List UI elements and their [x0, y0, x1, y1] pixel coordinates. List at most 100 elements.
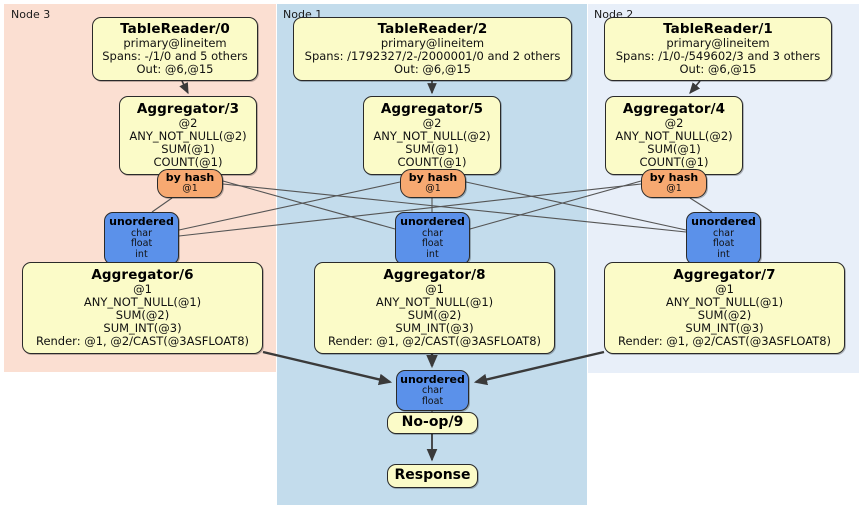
- node-aggregator-7[interactable]: Aggregator/7 @1 ANY_NOT_NULL(@1) SUM(@2)…: [604, 262, 845, 354]
- node-line: float: [421, 238, 444, 250]
- node-line: int: [426, 248, 439, 260]
- node-aggregator-6[interactable]: Aggregator/6 @1 ANY_NOT_NULL(@1) SUM(@2)…: [22, 262, 263, 354]
- edge-hash4-sync8: [469, 180, 642, 230]
- node-line: Out: @6,@15: [136, 61, 214, 76]
- node-line: char: [422, 385, 443, 397]
- node-no-op-9[interactable]: No-op/9: [387, 412, 478, 434]
- node-line: @1: [425, 183, 441, 195]
- node-aggregator-5[interactable]: Aggregator/5 @2 ANY_NOT_NULL(@2) SUM(@1)…: [363, 96, 501, 175]
- node-aggregator-8[interactable]: Aggregator/8 @1 ANY_NOT_NULL(@1) SUM(@2)…: [314, 262, 555, 354]
- node-tablereader-1[interactable]: TableReader/1 primary@lineitem Spans: /1…: [604, 17, 832, 81]
- node-line: Spans: /1/0-/549602/3 and 3 others: [615, 49, 821, 64]
- node-line: SUM(@1): [161, 142, 215, 157]
- node-title: Aggregator/5: [380, 101, 484, 118]
- node-line: @1: [425, 282, 444, 297]
- node-title: unordered: [691, 215, 756, 229]
- node-line: @1: [666, 183, 682, 195]
- node-line: primary@lineitem: [380, 36, 485, 51]
- node-line: SUM(@1): [647, 142, 701, 157]
- node-line: SUM_INT(@3): [103, 320, 182, 335]
- node-title: Aggregator/3: [136, 101, 240, 118]
- node-title: Aggregator/6: [91, 267, 194, 284]
- edge-hash4-sync7: [689, 197, 713, 213]
- node-unordered-7[interactable]: unordered char float int: [686, 212, 761, 265]
- edge-hash3-sync7: [222, 183, 687, 233]
- node-title: No-op/9: [401, 414, 464, 431]
- node-tablereader-2[interactable]: TableReader/2 primary@lineitem Spans: /1…: [293, 17, 572, 81]
- node-line: float: [421, 395, 444, 407]
- edge-hash5-sync6: [178, 181, 401, 231]
- node-title: Response: [394, 467, 471, 484]
- node-line: COUNT(@1): [639, 154, 709, 169]
- node-line: COUNT(@1): [397, 154, 467, 169]
- edge-hash5-sync7: [465, 181, 687, 231]
- node-line: SUM(@1): [405, 142, 459, 157]
- node-title: by hash: [649, 171, 699, 185]
- node-title: TableReader/2: [377, 21, 488, 38]
- node-line: char: [713, 227, 734, 239]
- node-by-hash-5[interactable]: by hash @1: [400, 169, 466, 198]
- node-aggregator-4[interactable]: Aggregator/4 @2 ANY_NOT_NULL(@2) SUM(@1)…: [605, 96, 743, 175]
- node-line: Out: @6,@15: [394, 61, 471, 76]
- node-line: ANY_NOT_NULL(@1): [665, 295, 784, 310]
- node-by-hash-3[interactable]: by hash @1: [157, 169, 223, 198]
- node-title: unordered: [400, 372, 465, 386]
- node-unordered-6[interactable]: unordered char float int: [104, 212, 179, 265]
- node-title: Aggregator/4: [622, 101, 726, 118]
- node-line: ANY_NOT_NULL(@1): [375, 295, 494, 310]
- node-line: COUNT(@1): [153, 154, 223, 169]
- node-aggregator-3[interactable]: Aggregator/3 @2 ANY_NOT_NULL(@2) SUM(@1)…: [119, 96, 257, 175]
- node-line: Spans: -/1/0 and 5 others: [102, 49, 248, 64]
- node-title: TableReader/0: [120, 21, 230, 38]
- node-title: TableReader/1: [663, 21, 773, 38]
- node-title: by hash: [165, 171, 215, 185]
- node-line: @1: [715, 282, 734, 297]
- cluster-label-node3: Node 3: [11, 8, 51, 21]
- node-line: SUM_INT(@3): [685, 320, 764, 335]
- node-line: @1: [182, 183, 198, 195]
- node-line: @2: [422, 116, 442, 131]
- node-line: SUM(@2): [115, 308, 170, 323]
- edge-agg7-sync9: [473, 350, 605, 386]
- node-line: SUM_INT(@3): [395, 320, 474, 335]
- node-line: int: [135, 248, 148, 260]
- node-line: @2: [178, 116, 198, 131]
- node-line: ANY_NOT_NULL(@2): [615, 129, 733, 144]
- edge-tr1-agg4: [689, 80, 701, 94]
- node-line: @2: [664, 116, 684, 131]
- node-title: unordered: [400, 215, 465, 229]
- edge-hash4-sync6: [178, 183, 642, 237]
- node-line: char: [131, 227, 152, 239]
- node-line: ANY_NOT_NULL(@1): [83, 295, 202, 310]
- node-line: Render: @1, @2/CAST(@3ASFLOAT8): [617, 333, 832, 348]
- edge-hash3-sync8: [222, 180, 396, 230]
- node-response[interactable]: Response: [387, 464, 478, 488]
- node-line: Render: @1, @2/CAST(@3ASFLOAT8): [327, 333, 542, 348]
- node-line: SUM(@2): [407, 308, 462, 323]
- edge-hash3-sync6: [151, 197, 173, 213]
- node-line: ANY_NOT_NULL(@2): [373, 129, 491, 144]
- node-line: float: [712, 238, 735, 250]
- node-line: ANY_NOT_NULL(@2): [129, 129, 247, 144]
- node-line: primary@lineitem: [666, 36, 770, 51]
- edge-agg6-sync9: [262, 350, 393, 386]
- node-title: unordered: [109, 215, 174, 229]
- node-line: float: [130, 238, 153, 250]
- node-line: int: [717, 248, 730, 260]
- node-title: by hash: [408, 171, 458, 185]
- edge-tr0-agg3: [179, 80, 189, 95]
- node-by-hash-4[interactable]: by hash @1: [641, 169, 707, 198]
- node-title: Aggregator/8: [383, 267, 486, 284]
- node-line: Spans: /1792327/2-/2000001/0 and 2 other…: [304, 49, 561, 64]
- node-line: SUM(@2): [697, 308, 752, 323]
- node-line: primary@lineitem: [123, 36, 227, 51]
- node-line: Out: @6,@15: [679, 61, 757, 76]
- node-line: @1: [133, 282, 152, 297]
- node-line: Render: @1, @2/CAST(@3ASFLOAT8): [35, 333, 250, 348]
- node-unordered-final[interactable]: unordered char float: [396, 370, 469, 411]
- node-tablereader-0[interactable]: TableReader/0 primary@lineitem Spans: -/…: [92, 17, 258, 81]
- node-title: Aggregator/7: [673, 267, 776, 284]
- node-unordered-8[interactable]: unordered char float int: [395, 212, 470, 265]
